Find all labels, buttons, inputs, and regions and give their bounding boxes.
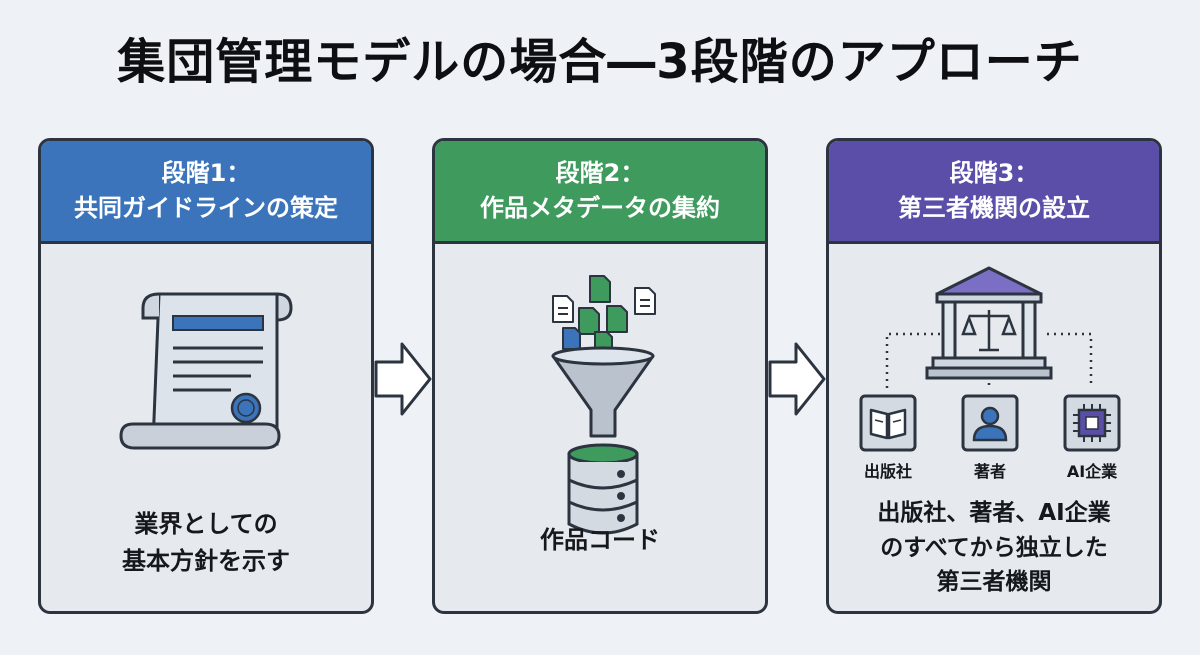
stage-1-step: 段階1： [161, 159, 251, 188]
entity-label-ai-company: AI企業 [1066, 462, 1118, 481]
page-title: 集団管理モデルの場合―3段階のアプローチ [117, 34, 1083, 90]
stage-1-card: 段階1： 共同ガイドラインの策定 業界としての 基本方針を示す [38, 138, 374, 614]
stage-1-caption: 業界としての 基本方針を示す [41, 506, 371, 580]
stage-3-card: 段階3： 第三者機関の設立 [826, 138, 1162, 614]
stage-3-caption: 出版社、著者、AI企業 のすべてから独立した 第三者機関 [829, 496, 1159, 600]
stage-2-card: 段階2： 作品メタデータの集約 [432, 138, 768, 614]
stage-3-name: 第三者機関の設立 [898, 194, 1090, 222]
stage-3-caption-line: 第三者機関 [936, 569, 1052, 595]
stage-1-caption-line: 業界としての [134, 510, 278, 538]
entity-label-author: 著者 [973, 462, 1006, 481]
book-icon [859, 394, 917, 452]
entity-label-publisher: 出版社 [863, 462, 912, 481]
scroll-document-icon [119, 292, 293, 450]
stage-3-caption-line: のすべてから独立した [880, 534, 1108, 561]
stage-1-caption-line: 基本方針を示す [122, 547, 290, 576]
stage-2-name: 作品メタデータの集約 [480, 194, 720, 222]
stage-1-header: 段階1： 共同ガイドラインの策定 [41, 141, 371, 244]
stage-3-body: 出版社 著者 AI企業 出版社、著者、AI企業 のすべてから独立した 第三者機関 [829, 244, 1159, 611]
stage-2-step: 段階2： [555, 159, 645, 188]
funnel-database-icon [551, 275, 656, 482]
stage-3-header: 段階3： 第三者機関の設立 [829, 141, 1159, 244]
stage-3-caption-line: 出版社、著者、AI企業 [877, 500, 1111, 526]
stage-2-caption: 作品コード [435, 522, 765, 559]
arrow-right-icon [768, 342, 826, 416]
database-stack-icon [567, 462, 639, 535]
chip-icon [1063, 394, 1121, 452]
author-icon [961, 394, 1019, 452]
institution-icon [885, 266, 1093, 388]
stage-2-body: 作品コード [435, 244, 765, 611]
stage-2-header: 段階2： 作品メタデータの集約 [435, 141, 765, 244]
stage-1-name: 共同ガイドラインの策定 [74, 194, 338, 222]
stage-2-caption-line: 作品コード [540, 526, 660, 554]
stage-1-body: 業界としての 基本方針を示す [41, 244, 371, 611]
arrow-right-icon [374, 342, 432, 416]
stage-3-step: 段階3： [949, 159, 1039, 188]
